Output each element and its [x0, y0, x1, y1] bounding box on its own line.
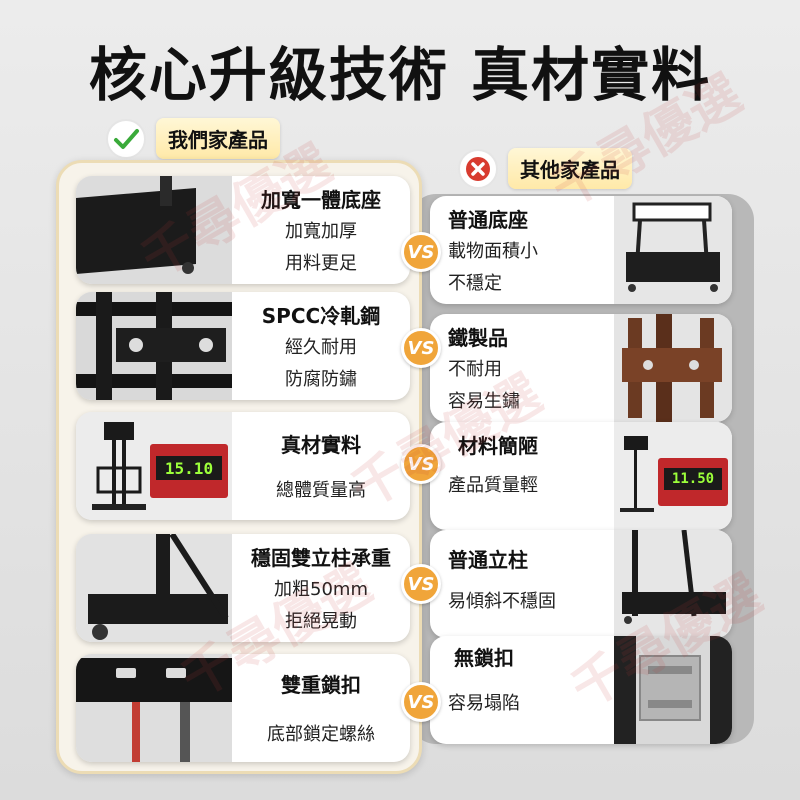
others-tag: 其他家產品 — [458, 148, 632, 189]
cross-icon — [458, 148, 498, 189]
row2-ours-line2: 防腐防鏽 — [285, 368, 357, 390]
row5-others-heading: 無鎖扣 — [454, 646, 514, 670]
ours-tag: 我們家產品 — [106, 118, 280, 159]
row1-others-heading: 普通底座 — [448, 207, 528, 232]
rusty-bracket-image — [614, 314, 732, 422]
row1-others-line1: 載物面積小 — [448, 240, 538, 262]
row3-ours-line1: 總體質量高 — [276, 479, 366, 501]
others-card-base: 普通底座 載物面積小 不穩定 — [430, 196, 732, 304]
ours-card-base: 加寬一體底座 加寬加厚 用料更足 — [76, 176, 410, 284]
row2-ours-line1: 經久耐用 — [285, 336, 357, 358]
wide-base-image — [76, 176, 232, 284]
others-card-pillar: 普通立柱 易傾斜不穩固 — [430, 530, 732, 638]
single-pillar-image — [614, 530, 732, 638]
others-card-weight: 材料簡陋 產品質量輕 11.50 — [430, 422, 732, 530]
row4-others-heading: 普通立柱 — [448, 548, 528, 572]
others-card-iron: 鐵製品 不耐用 容易生鏽 — [430, 314, 732, 422]
others-card-lock: 無鎖扣 容易塌陷 — [430, 636, 732, 744]
row5-ours-line1: 底部鎖定螺絲 — [267, 723, 375, 745]
normal-base-image — [614, 196, 732, 304]
check-icon — [106, 118, 146, 159]
vs-badge-4: VS — [401, 564, 441, 604]
row4-ours-line1: 加粗50mm — [274, 578, 368, 600]
others-label: 其他家產品 — [508, 148, 632, 189]
light-stand-image: 11.50 — [614, 422, 732, 530]
page-title: 核心升級技術 真材實料 — [88, 41, 712, 109]
ours-label: 我們家產品 — [156, 118, 280, 159]
row3-others-heading: 材料簡陋 — [458, 434, 538, 458]
vs-badge-3: VS — [401, 444, 441, 484]
ours-card-lock: 雙重鎖扣 底部鎖定螺絲 — [76, 654, 410, 762]
double-lock-image — [76, 654, 232, 762]
row1-others-line2: 不穩定 — [448, 272, 502, 294]
row5-others-line1: 容易塌陷 — [448, 693, 520, 714]
row1-ours-heading: 加寬一體底座 — [261, 187, 381, 212]
row5-ours-heading: 雙重鎖扣 — [281, 672, 361, 697]
ours-card-steel: SPCC冷軋鋼 經久耐用 防腐防鏽 — [76, 292, 410, 400]
row2-others-line2: 容易生鏽 — [448, 390, 520, 412]
double-pillar-image — [76, 534, 232, 642]
others-weight-display: 11.50 — [671, 471, 715, 487]
row2-others-heading: 鐵製品 — [448, 325, 508, 350]
row1-ours-line1: 加寬加厚 — [285, 220, 357, 242]
row4-ours-heading: 穩固雙立柱承重 — [251, 545, 391, 570]
ours-card-weight: 15.10 真材實料 總體質量高 — [76, 412, 410, 520]
spcc-bracket-image — [76, 292, 232, 400]
ours-card-pillar: 穩固雙立柱承重 加粗50mm 拒絕晃動 — [76, 534, 410, 642]
row4-others-line1: 易傾斜不穩固 — [448, 591, 556, 612]
row1-ours-line2: 用料更足 — [285, 252, 357, 274]
row2-others-line1: 不耐用 — [448, 358, 502, 380]
vs-badge-2: VS — [401, 328, 441, 368]
row3-others-line1: 產品質量輕 — [448, 475, 538, 496]
row3-ours-heading: 真材實料 — [281, 432, 361, 457]
vs-badge-1: VS — [401, 232, 441, 272]
no-lock-image — [614, 636, 732, 744]
vs-badge-5: VS — [401, 682, 441, 722]
row2-ours-heading: SPCC冷軋鋼 — [261, 303, 381, 328]
scale-stand-image: 15.10 — [76, 412, 232, 520]
ours-weight-display: 15.10 — [164, 458, 214, 478]
row4-ours-line2: 拒絕晃動 — [285, 610, 357, 632]
